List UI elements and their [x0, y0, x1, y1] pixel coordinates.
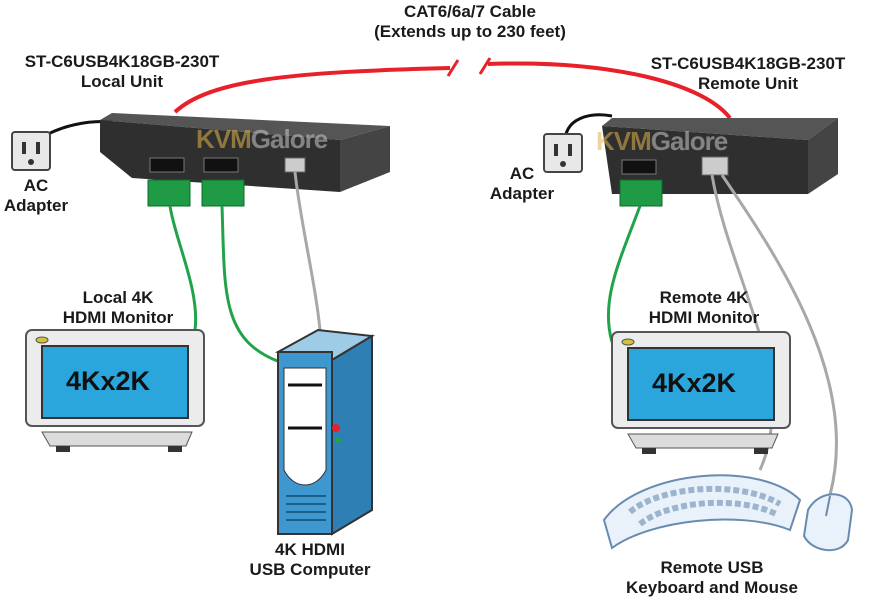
cable-break-mark	[446, 57, 492, 77]
remote-unit-role: Remote Unit	[697, 74, 799, 93]
local-unit-model: ST-C6USB4K18GB-230T	[24, 52, 220, 71]
cable-label-line1: CAT6/6a/7 Cable	[404, 2, 536, 21]
peripherals-label: Remote USB Keyboard and Mouse	[626, 558, 798, 597]
remote-monitor-icon	[611, 331, 791, 454]
local-unit-label: ST-C6USB4K18GB-230T Local Unit	[2, 52, 242, 92]
cat-cable	[173, 61, 732, 120]
local-unit-role: Local Unit	[80, 72, 164, 91]
hdmi-cable	[220, 205, 281, 364]
computer-label: 4K HDMI USB Computer	[249, 540, 371, 579]
hdmi-cable	[606, 205, 642, 343]
local-monitor-resolution: 4Kx2K	[66, 366, 151, 396]
local-monitor-icon	[25, 329, 205, 452]
hdmi-plug	[147, 179, 191, 207]
hdmi-plug	[619, 179, 663, 207]
keyboard-icon	[602, 474, 802, 550]
remote-unit-box	[602, 118, 838, 194]
remote-monitor-label: Remote 4K HDMI Monitor	[648, 288, 760, 327]
cable-label: CAT6/6a/7 Cable (Extends up to 230 feet)	[350, 2, 590, 42]
local-adapter-label: AC Adapter	[3, 176, 69, 215]
remote-monitor-resolution: 4Kx2K	[652, 368, 737, 398]
usb-cable	[720, 174, 839, 496]
remote-ac-adapter-icon	[543, 133, 583, 173]
remote-unit-model: ST-C6USB4K18GB-230T	[650, 54, 846, 73]
remote-adapter-label: AC Adapter	[489, 164, 555, 203]
local-ac-adapter-icon	[11, 131, 51, 171]
usb-cable	[293, 171, 322, 331]
watermark-local: KVMGalore	[196, 124, 328, 154]
cable-label-line2: (Extends up to 230 feet)	[374, 22, 566, 41]
hdmi-plug	[201, 179, 245, 207]
mouse-icon	[802, 493, 854, 552]
computer-tower-icon	[274, 328, 376, 536]
local-unit-box	[100, 113, 390, 192]
hdmi-cable	[168, 205, 198, 331]
remote-unit-label: ST-C6USB4K18GB-230T Remote Unit	[628, 54, 868, 94]
watermark-remote: KVMGalore	[596, 126, 728, 156]
local-monitor-label: Local 4K HDMI Monitor	[62, 288, 174, 327]
